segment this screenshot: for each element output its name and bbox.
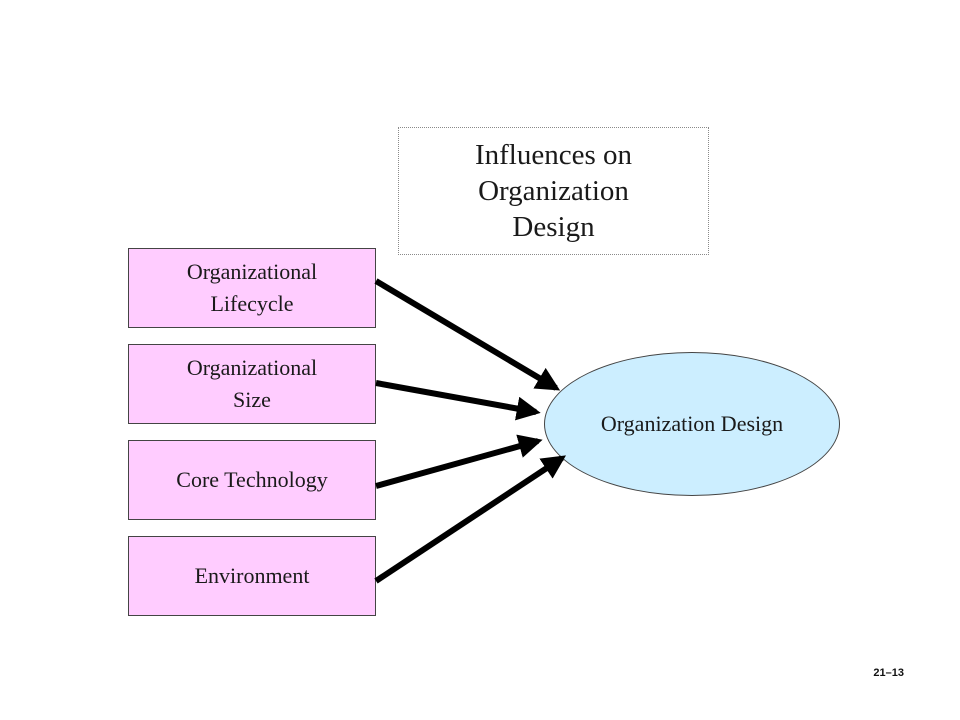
factor-box-core-technology: Core Technology [128,440,376,520]
factor-label-lifecycle: Organizational Lifecycle [186,259,318,316]
factor-label-environment: Environment [194,563,310,588]
target-ellipse: Organization Design [544,352,840,496]
diagram-title-box: Influences on Organization Design [398,127,709,255]
arrow-core-technology [375,434,543,489]
target-label: Organization Design [600,411,784,436]
arrow-size [375,380,541,421]
slide-number: 21–13 [873,667,904,679]
factor-box-size: Organizational Size [128,344,376,424]
factor-box-environment: Environment [128,536,376,616]
arrow-lifecycle [374,278,561,391]
arrow-environment [374,455,567,584]
factor-box-lifecycle: Organizational Lifecycle [128,248,376,328]
diagram-title: Influences on Organization Design [474,139,633,243]
factor-label-core-technology: Core Technology [176,467,328,492]
factor-label-size: Organizational Size [186,355,318,412]
